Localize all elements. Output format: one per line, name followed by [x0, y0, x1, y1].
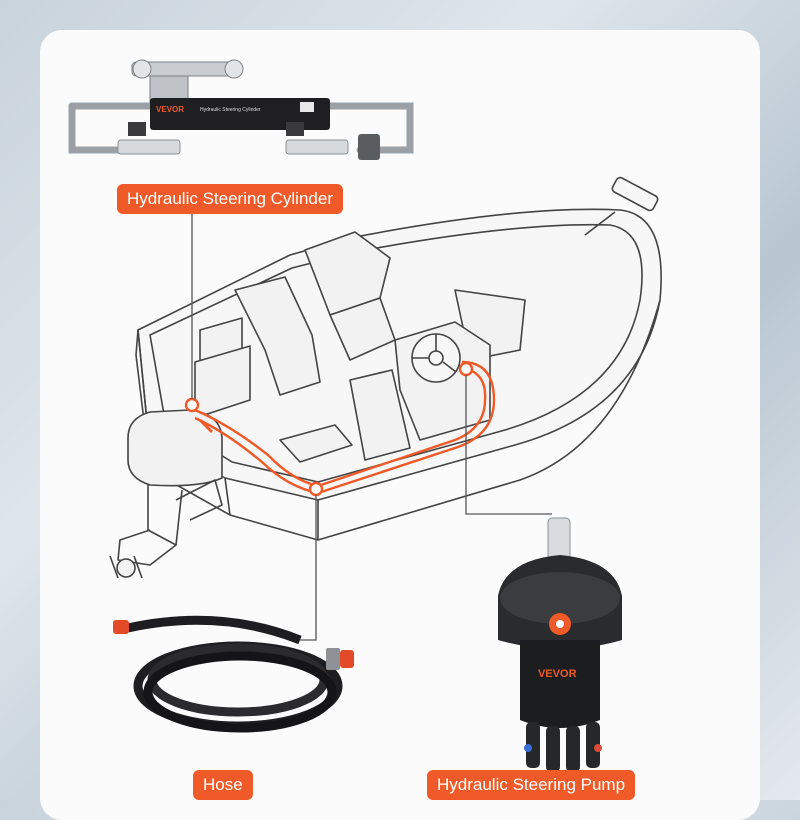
callout-lines	[191, 214, 552, 641]
diagram-canvas: VEVOR Hydraulic Steering Cylinder	[68, 59, 662, 772]
steering-cylinder-image: VEVOR Hydraulic Steering Cylinder	[68, 59, 414, 160]
boat-illustration	[109, 176, 662, 579]
cylinder-plate-text: Hydraulic Steering Cylinder	[200, 107, 261, 113]
steering-pump-image: VEVOR	[498, 517, 622, 772]
pump-brand: VEVOR	[538, 668, 577, 680]
hydraulic-line	[184, 360, 496, 497]
label-hose: Hose	[193, 770, 253, 800]
cylinder-brand: VEVOR	[156, 105, 184, 114]
label-hydraulic-steering-pump: Hydraulic Steering Pump	[427, 770, 636, 800]
label-hydraulic-steering-cylinder: Hydraulic Steering Cylinder	[117, 184, 343, 214]
hose-coil-image	[113, 615, 354, 733]
